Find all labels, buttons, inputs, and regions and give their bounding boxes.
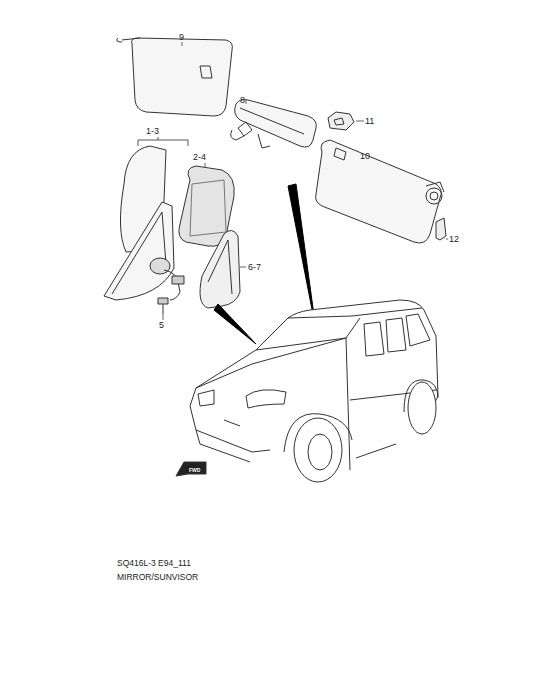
callout-number: 6-7 xyxy=(248,262,261,272)
callout-number: 5 xyxy=(159,320,164,330)
arrow-label: FWD xyxy=(189,465,200,475)
callout-number: 9 xyxy=(179,32,184,42)
callout-number: 11 xyxy=(365,116,374,126)
drawing-code: SQ416L-3 E94_111 xyxy=(117,558,191,568)
callout-number: 2-4 xyxy=(193,152,206,162)
drawing-title: MIRROR/SUNVISOR xyxy=(117,572,198,582)
callout-number: 8 xyxy=(240,95,245,105)
callout-number: 10 xyxy=(360,151,370,161)
callout-number: 12 xyxy=(449,234,459,244)
callout-number: 1-3 xyxy=(146,126,159,136)
